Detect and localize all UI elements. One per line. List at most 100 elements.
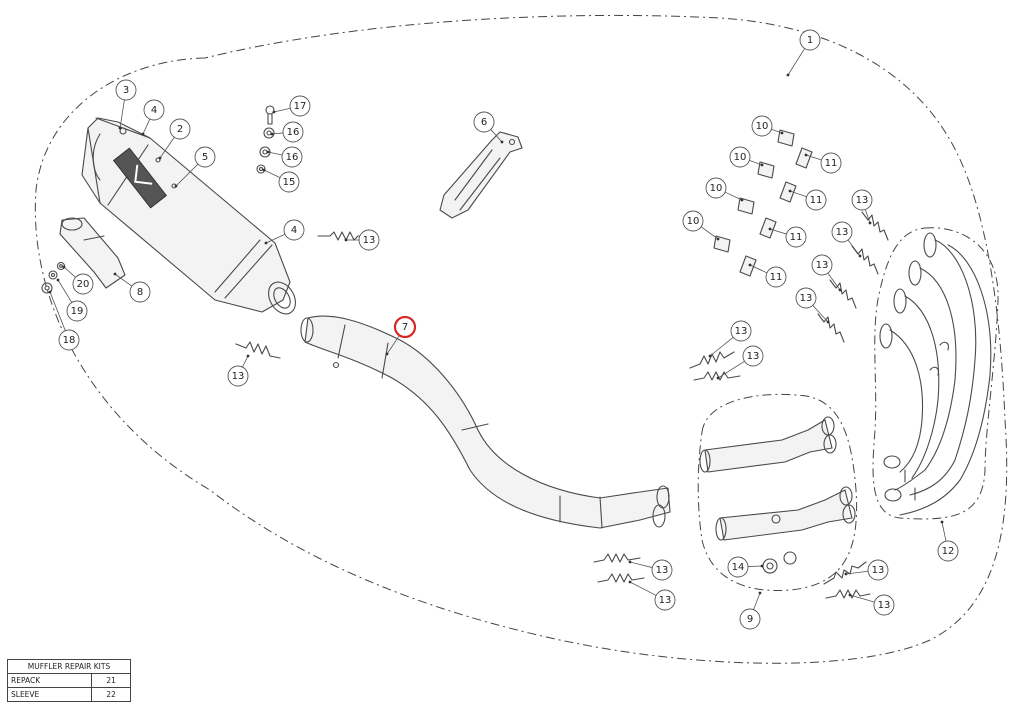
callout-circle bbox=[58, 329, 80, 351]
callout-leader bbox=[749, 160, 763, 166]
callout-circle bbox=[851, 189, 873, 211]
callout-circle bbox=[937, 540, 959, 562]
kit-name: SLEEVE bbox=[6, 687, 93, 702]
callout-anchor-dot bbox=[940, 520, 944, 524]
callout-17: 17 bbox=[272, 95, 311, 117]
callout-label: 11 bbox=[770, 272, 783, 283]
callout-16: 16 bbox=[270, 121, 304, 143]
callout-circle bbox=[283, 219, 305, 241]
kit-code: 22 bbox=[91, 687, 131, 702]
callout-anchor-dot bbox=[740, 198, 744, 202]
callout-circle bbox=[785, 226, 807, 248]
callout-anchor-dot bbox=[804, 153, 808, 157]
callout-anchor-dot bbox=[48, 290, 52, 294]
callout-anchor-dot bbox=[500, 140, 504, 144]
callout-leader bbox=[263, 169, 281, 179]
callout-circle bbox=[873, 594, 895, 616]
callout-13: 13 bbox=[851, 189, 873, 225]
callout-anchor-dot bbox=[786, 73, 790, 77]
inner-sleeve bbox=[59, 217, 126, 289]
callout-circle bbox=[194, 146, 216, 168]
muffler-body bbox=[81, 117, 296, 315]
callout-4: 4 bbox=[264, 219, 305, 245]
callout-8: 8 bbox=[113, 272, 151, 303]
callout-13: 13 bbox=[344, 229, 380, 251]
callout-leader bbox=[771, 128, 783, 134]
kits-row: SLEEVE 22 bbox=[6, 687, 131, 702]
callout-label: 16 bbox=[287, 127, 300, 138]
callout-label: 13 bbox=[747, 351, 760, 362]
callout-leader bbox=[273, 107, 291, 113]
callout-anchor-dot bbox=[748, 263, 752, 267]
link-pipe-group-boundary bbox=[697, 393, 858, 592]
callout-anchor-dot bbox=[768, 227, 772, 231]
callout-13: 13 bbox=[628, 580, 676, 611]
callout-leader bbox=[847, 239, 861, 257]
callout-leader bbox=[864, 209, 871, 224]
callout-7: 7 bbox=[385, 315, 417, 356]
callout-14: 14 bbox=[727, 556, 764, 578]
callout-11: 11 bbox=[768, 226, 807, 248]
callout-circle bbox=[169, 118, 191, 140]
callout-circle bbox=[751, 115, 773, 137]
callout-circle bbox=[795, 287, 817, 309]
muffler-repair-kits-table: MUFFLER REPAIR KITS REPACK 21 SLEEVE 22 bbox=[6, 659, 131, 702]
callout-label: 11 bbox=[790, 232, 803, 243]
callout-anchor-dot bbox=[708, 354, 712, 358]
callout-layer: 1234546789101010101111111112131313131313… bbox=[48, 29, 959, 630]
callout-10: 10 bbox=[682, 210, 720, 241]
callout-circle bbox=[805, 189, 827, 211]
callout-circle bbox=[729, 146, 751, 168]
callout-circle bbox=[227, 365, 249, 387]
callout-leader bbox=[142, 118, 151, 135]
callout-15: 15 bbox=[262, 168, 300, 193]
callout-circle bbox=[867, 559, 889, 581]
callout-label: 3 bbox=[123, 85, 129, 96]
callout-label: 14 bbox=[732, 562, 745, 573]
callout-leader bbox=[805, 154, 822, 161]
header-group-boundary bbox=[872, 227, 999, 520]
callout-label: 2 bbox=[177, 124, 183, 135]
callout-label: 4 bbox=[291, 225, 297, 236]
callout-circle bbox=[393, 315, 417, 339]
callout-label: 1 bbox=[807, 35, 813, 46]
callout-anchor-dot bbox=[118, 126, 122, 130]
callout-13: 13 bbox=[628, 559, 673, 581]
callout-leader bbox=[941, 521, 947, 542]
callout-anchor-dot bbox=[716, 376, 720, 380]
callout-leader bbox=[700, 226, 719, 240]
callout-circle bbox=[730, 320, 752, 342]
callout-leader bbox=[63, 266, 76, 278]
callout-label: 17 bbox=[294, 101, 307, 112]
callout-leader bbox=[787, 48, 806, 76]
callout-anchor-dot bbox=[272, 110, 276, 114]
callout-anchor-dot bbox=[141, 132, 145, 136]
callout-anchor-dot bbox=[62, 265, 66, 269]
callout-1: 1 bbox=[786, 29, 821, 77]
callout-label: 10 bbox=[734, 152, 747, 163]
callout-label: 10 bbox=[710, 183, 723, 194]
kits-row: REPACK 21 bbox=[6, 673, 131, 688]
callout-anchor-dot bbox=[716, 237, 720, 241]
callout-anchor-dot bbox=[780, 131, 784, 135]
callout-anchor-dot bbox=[760, 163, 764, 167]
callout-label: 8 bbox=[137, 287, 143, 298]
callout-label: 11 bbox=[825, 158, 838, 169]
callout-leader bbox=[271, 132, 284, 135]
callout-11: 11 bbox=[804, 152, 842, 174]
callout-10: 10 bbox=[751, 115, 784, 137]
callout-circle bbox=[799, 29, 821, 51]
callout-label: 13 bbox=[836, 227, 849, 238]
callout-19: 19 bbox=[56, 278, 88, 322]
hanger-bracket bbox=[439, 131, 523, 219]
callout-leader bbox=[57, 279, 73, 303]
callout-anchor-dot bbox=[758, 591, 762, 595]
callout-label: 13 bbox=[232, 371, 245, 382]
callout-anchor-dot bbox=[760, 564, 764, 568]
callout-circle bbox=[831, 221, 853, 243]
callout-anchor-dot bbox=[628, 560, 632, 564]
callout-anchor-dot bbox=[246, 354, 250, 358]
callout-11: 11 bbox=[788, 189, 827, 211]
callout-label: 11 bbox=[810, 195, 823, 206]
callout-circle bbox=[143, 99, 165, 121]
